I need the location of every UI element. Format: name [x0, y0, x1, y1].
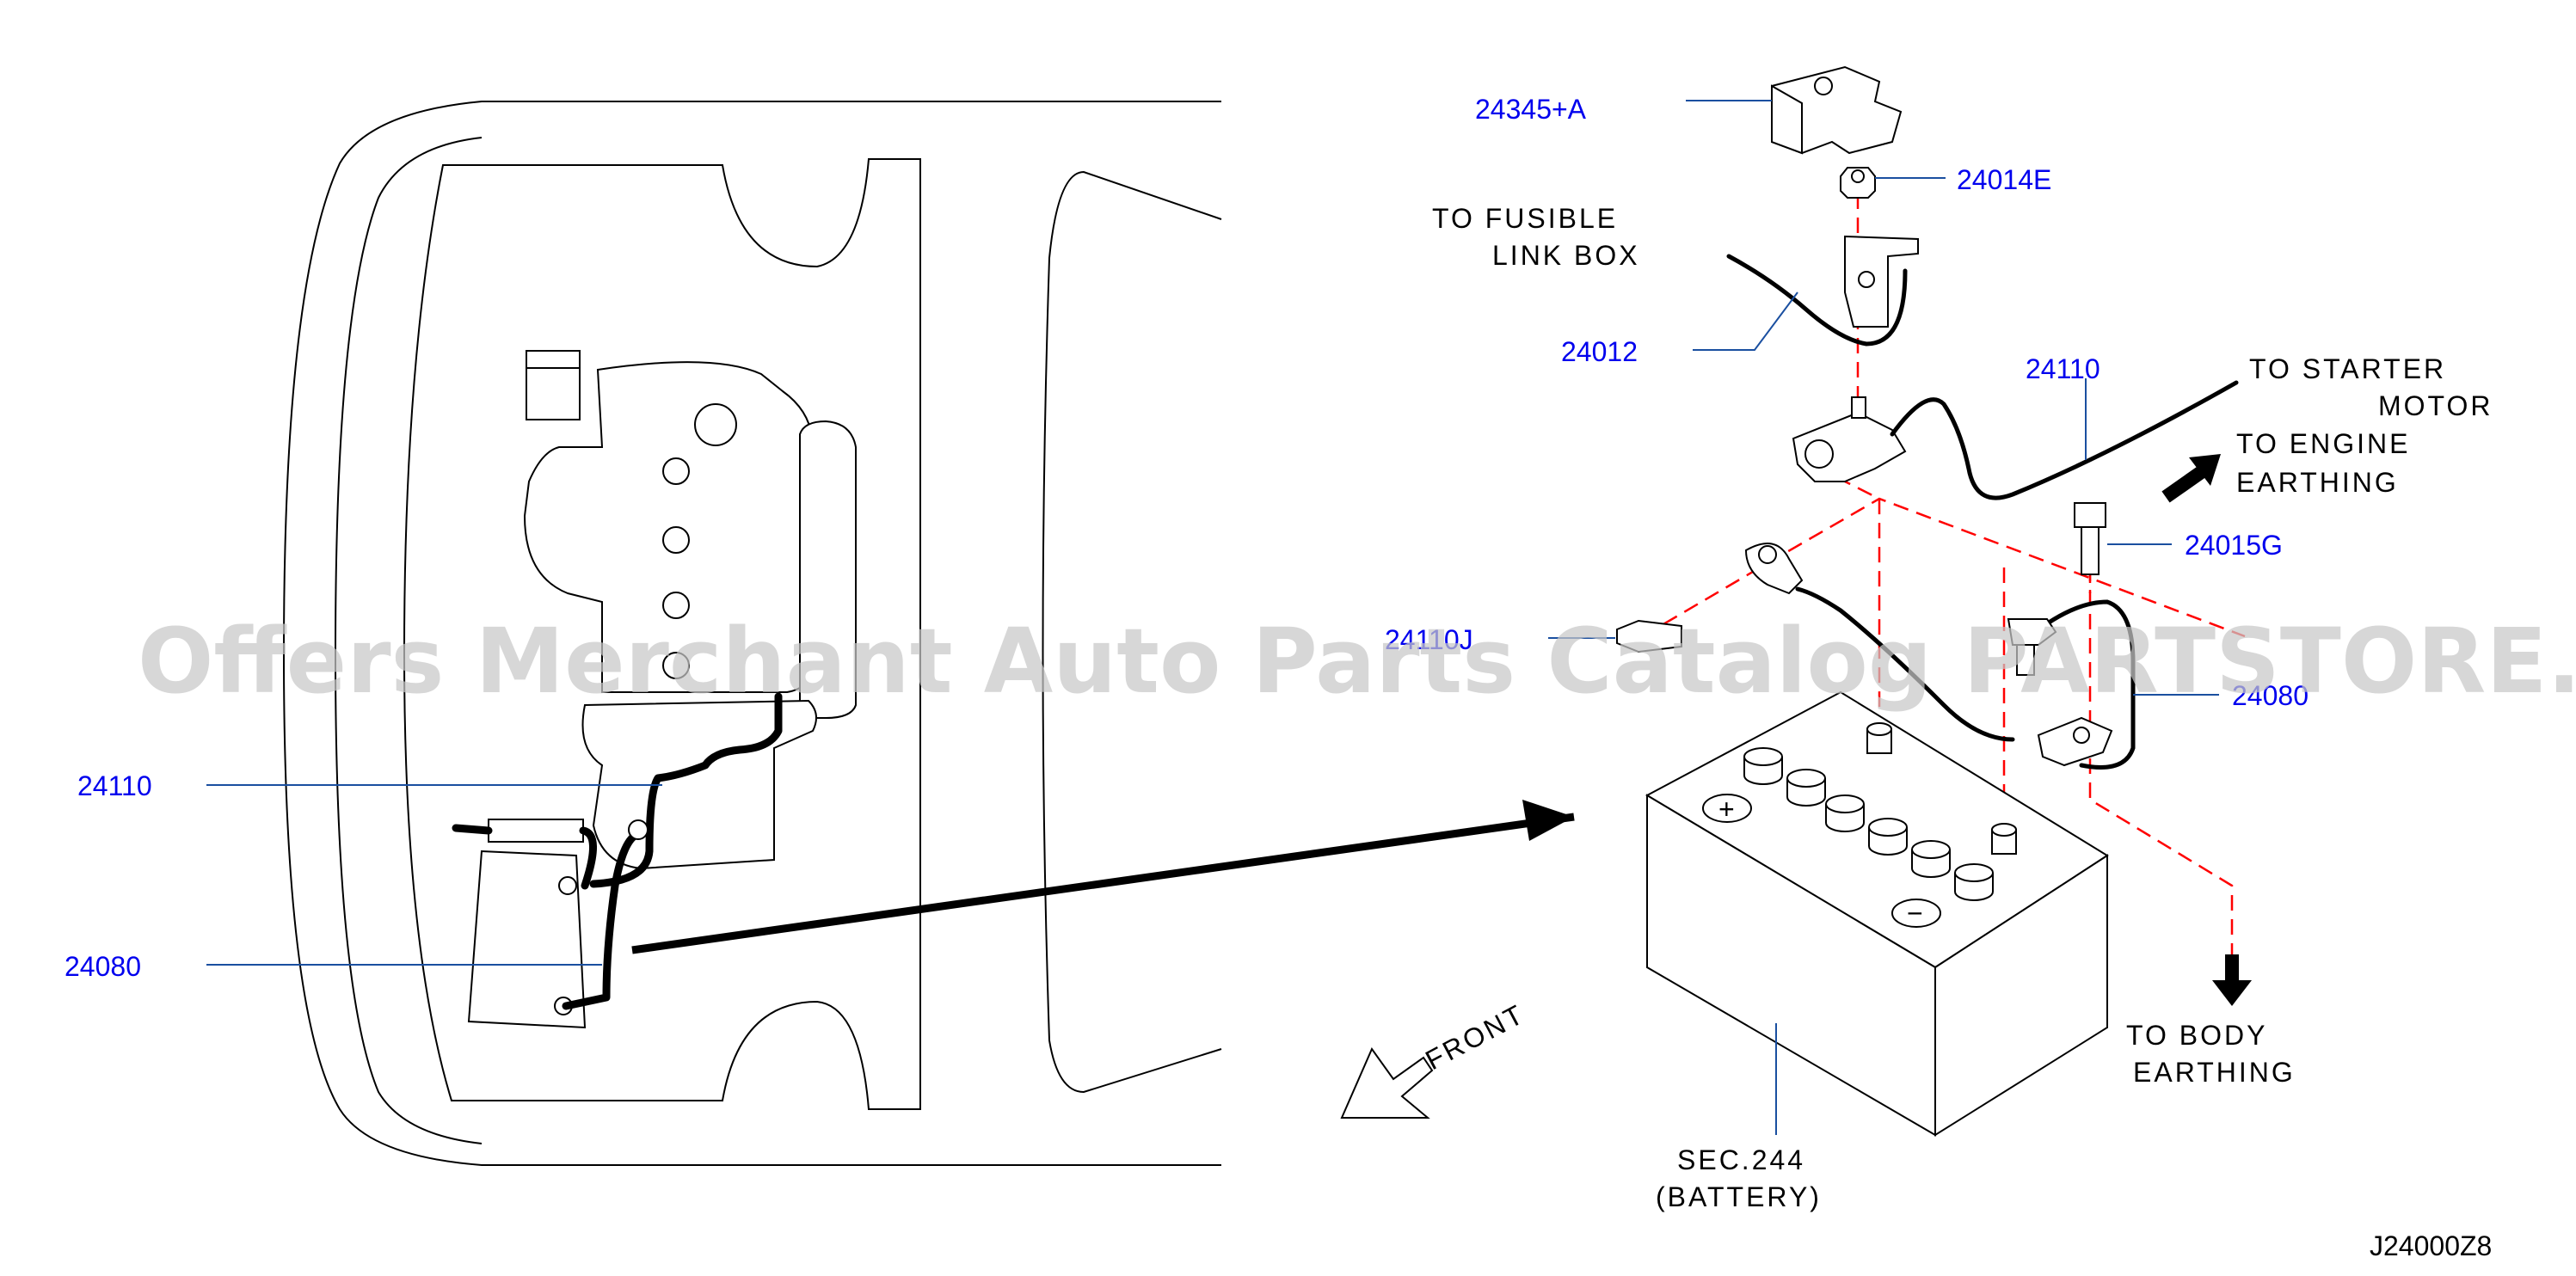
cylinder-plug-1 [662, 457, 690, 485]
ground-eyelet [1744, 543, 1804, 595]
battery-minus-mark-circle [1891, 899, 1941, 928]
leader-24012 [1693, 291, 1798, 351]
starter-cable-24110 [1890, 380, 2239, 500]
vehicle-overview [282, 101, 1575, 1166]
battery-small-terminal-plus [558, 876, 577, 895]
engine-cap [526, 350, 581, 420]
cylinder-plug-3 [662, 592, 690, 619]
part-number-24345A: 24345+A [1475, 94, 1587, 125]
nut-24014E [1840, 167, 1876, 199]
positive-terminal-clamp [1792, 396, 1907, 482]
ground-clip [2007, 618, 2057, 676]
part-number-24080-right: 24080 [2232, 680, 2309, 711]
front-label: FRONT [1420, 998, 1529, 1077]
battery-large: + − [1645, 690, 2109, 1137]
detail-arrow-line [631, 813, 1575, 954]
part-number-24080-left: 24080 [65, 951, 141, 982]
battery-minus-mark: − [1907, 898, 1923, 929]
car-body-outline [282, 101, 1221, 1166]
front-direction-arrow [1340, 1046, 1434, 1119]
battery-section-label: SEC.244 [1677, 1144, 1805, 1175]
engine-bay-panel [403, 158, 921, 1110]
engine-earthing-note-line1: TO ENGINE [2236, 428, 2410, 459]
cable-junction [628, 819, 649, 840]
battery-plus-mark-circle [1702, 794, 1752, 823]
bolt-24110J [1616, 619, 1682, 653]
part-number-24014E: 24014E [1957, 164, 2051, 195]
car-body-inner-line [334, 137, 483, 1144]
negative-terminal-clamp [2037, 716, 2113, 767]
body-earthing-arrow [2212, 954, 2252, 1006]
fusible-link-note-line1: TO FUSIBLE [1432, 203, 1618, 234]
cable-24080-small [562, 830, 642, 1010]
cylinder-plug-4 [662, 652, 690, 679]
fusible-link-cable-24012 [1726, 254, 1908, 347]
body-earthing-note-line1: TO BODY [2126, 1020, 2267, 1051]
engine-ground-cable [2027, 599, 2136, 770]
windshield-outline [1042, 170, 1222, 1094]
terminal-cover [1771, 65, 1903, 155]
cable-to-fusible-link [452, 824, 597, 890]
engine-earthing-note-line2: EARTHING [2236, 467, 2399, 498]
part-number-24110J: 24110J [1385, 624, 1473, 655]
engine-oil-cap [694, 403, 737, 446]
battery-positive-post [1866, 722, 1892, 754]
battery-plus-mark: + [1718, 794, 1735, 825]
bolt-24015G [2074, 502, 2106, 575]
part-number-24015G: 24015G [2185, 530, 2283, 561]
starter-motor-note-line2: MOTOR [2378, 390, 2493, 421]
body-earthing-note-line2: EARTHING [2133, 1057, 2296, 1088]
watermark: Offers Merchant Auto Parts Catalog PARTS… [138, 609, 2576, 714]
cylinder-plug-2 [662, 526, 690, 554]
fusible-link-terminal [1844, 235, 1919, 328]
ground-cable-24080 [1795, 586, 2015, 742]
cable-24110-small [589, 692, 783, 888]
part-number-24110-right: 24110 [2026, 353, 2100, 384]
battery-negative-post [1991, 823, 2017, 855]
fusible-link-note-line2: LINK BOX [1492, 240, 1640, 271]
fusible-link-small [488, 819, 584, 843]
detail-arrow-head [1522, 800, 1574, 841]
part-number-24110-left: 24110 [77, 770, 152, 801]
intake-manifold [799, 420, 857, 719]
part-number-24012: 24012 [1561, 336, 1638, 367]
engine-earthing-arrow [2161, 454, 2221, 503]
battery-name-label: (BATTERY) [1656, 1181, 1822, 1212]
diagram-code: J24000Z8 [2370, 1230, 2492, 1261]
starter-motor-note-line1: TO STARTER [2249, 353, 2446, 384]
battery-cell-caps [1743, 747, 1994, 901]
